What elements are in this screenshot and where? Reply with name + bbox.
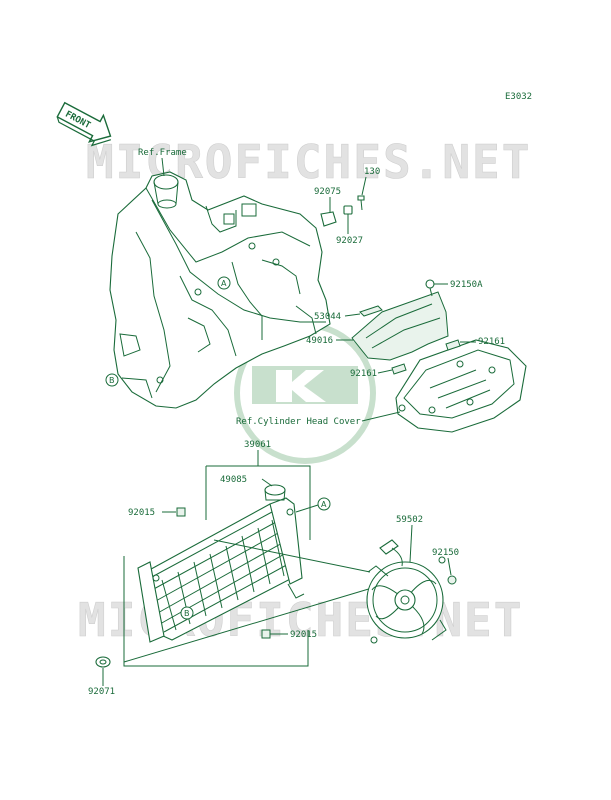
bracket-part-92075	[320, 211, 337, 227]
bolt-part-130	[357, 195, 365, 211]
part-label-92161-lower: 92161	[350, 369, 377, 379]
clip-part-92015-upper	[176, 507, 186, 517]
rubber-part-53044	[359, 305, 383, 317]
svg-text:B: B	[109, 376, 115, 385]
clip-part-92015-lower	[261, 629, 271, 639]
bolt-part-92150	[447, 575, 457, 585]
part-label-49016: 49016	[306, 336, 333, 346]
part-label-92027: 92027	[336, 236, 363, 246]
pad-part-92161-lower	[391, 363, 407, 375]
radiator-cap-49085	[264, 484, 286, 501]
part-label-92015-upper: 92015	[128, 508, 155, 518]
ref-frame-label: Ref.Frame	[138, 148, 187, 158]
part-label-92150: 92150	[432, 548, 459, 558]
part-label-92150A: 92150A	[450, 280, 483, 290]
collar-part-92027	[343, 205, 353, 215]
callout-b-radiator: B	[180, 606, 194, 620]
part-label-130: 130	[364, 167, 380, 177]
ref-cylinder-head-cover-label: Ref.Cylinder Head Cover	[236, 417, 361, 427]
callout-b-frame: B	[105, 373, 119, 387]
watermark-logo	[234, 322, 376, 464]
cover-insulator-49016	[351, 291, 449, 361]
part-label-53044: 53044	[314, 312, 341, 322]
diagram-code: E3032	[505, 92, 532, 102]
part-label-92015-lower: 92015	[290, 630, 317, 640]
fan-assembly-59502	[366, 539, 447, 644]
svg-text:A: A	[221, 279, 227, 288]
grommet-part-92071	[95, 656, 111, 668]
callout-a-radiator: A	[317, 497, 331, 511]
part-label-59502: 59502	[396, 515, 423, 525]
part-label-92161-upper: 92161	[478, 337, 505, 347]
pad-part-92161-upper	[445, 339, 461, 351]
radiator-39061	[137, 497, 305, 643]
svg-text:B: B	[184, 609, 190, 618]
part-label-39061: 39061	[244, 440, 271, 450]
frame-drawing	[109, 171, 331, 409]
part-label-92075: 92075	[314, 187, 341, 197]
front-arrow-icon: FRONT	[56, 101, 112, 147]
part-label-49085: 49085	[220, 475, 247, 485]
part-label-92071: 92071	[88, 687, 115, 697]
svg-text:A: A	[321, 500, 327, 509]
cylinder-head-cover-drawing	[395, 339, 527, 433]
callout-a-frame: A	[217, 276, 231, 290]
